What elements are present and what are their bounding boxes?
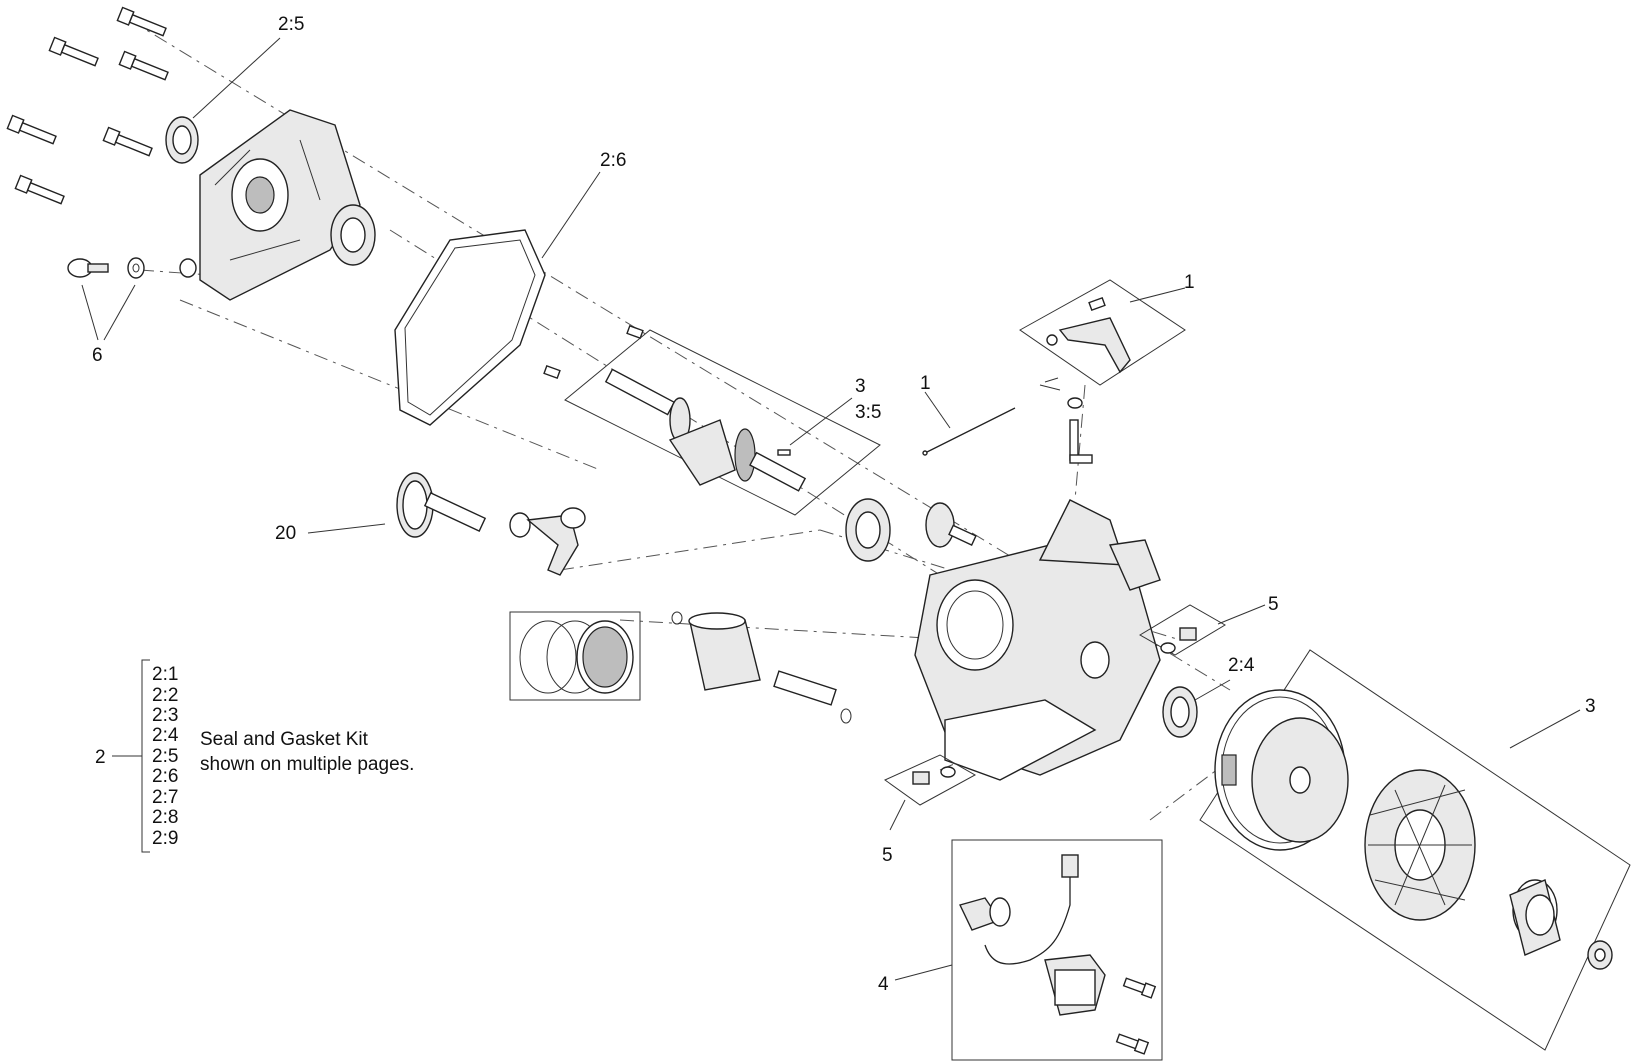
- legend-kit-number: 2: [95, 747, 106, 768]
- callout-20: 20: [275, 523, 296, 544]
- crankcase-gasket: [394, 229, 546, 426]
- legend-item: 2:9: [152, 828, 178, 849]
- legend-item: 2:1: [152, 664, 178, 685]
- flywheel-nut: [1587, 940, 1613, 970]
- legend-description-line2: shown on multiple pages.: [200, 754, 414, 775]
- crankcase-cover: [179, 109, 361, 301]
- flywheel-group: [1199, 649, 1631, 1051]
- callout-4: 4: [878, 974, 889, 995]
- main-bearing-cover-side: [330, 204, 376, 266]
- governor-arm-group: [1019, 279, 1186, 386]
- ignition-coil-group: [951, 839, 1163, 1061]
- main-bearing-block-side: [845, 498, 891, 562]
- legend-item: 2:8: [152, 807, 178, 828]
- leader-lines: [81, 37, 1581, 981]
- engine-block: [914, 499, 1161, 781]
- legend-description-line1: Seal and Gasket Kit: [200, 729, 369, 750]
- oil-plug-washer: [127, 257, 145, 279]
- callout-3-5: 3:5: [855, 402, 881, 423]
- camshaft: [396, 472, 487, 538]
- callout-5-breather: 5: [1268, 594, 1279, 615]
- callout-2-5: 2:5: [278, 14, 304, 35]
- callout-3-flywheel: 3: [1585, 696, 1596, 717]
- starter-cup: [1509, 879, 1561, 956]
- dowel-pins: [543, 324, 644, 380]
- callout-1-governor-arm: 1: [1184, 272, 1195, 293]
- cooling-fan: [1364, 769, 1476, 921]
- drain-plug-group: [884, 754, 977, 806]
- callout-2-4: 2:4: [1228, 655, 1255, 676]
- callout-3-crankshaft: 3: [855, 376, 866, 397]
- oil-seal-block: [1162, 686, 1198, 738]
- oil-fill-plug: [67, 258, 109, 278]
- legend-item: 2:2: [152, 685, 178, 706]
- callout-2-6: 2:6: [600, 150, 626, 171]
- legend-item: 2:7: [152, 787, 178, 808]
- oil-seal-cover: [165, 116, 199, 164]
- piston: [671, 611, 852, 724]
- legend-item: 2:6: [152, 766, 178, 787]
- legend-item: 2:4: [152, 725, 179, 746]
- governor-rod: [922, 407, 1016, 456]
- legend-item: 2:3: [152, 705, 178, 726]
- cover-bolts: [6, 6, 169, 205]
- legend-item: 2:5: [152, 746, 178, 767]
- callout-labels: 2:5 2:6 6 1 1 3 3:5 20 5 2:4 3 5 4: [92, 14, 1596, 995]
- governor-shaft: [1039, 377, 1093, 464]
- breather-fitting-group: [1139, 604, 1226, 656]
- callout-1-governor-rod: 1: [920, 373, 931, 394]
- callout-5-drain: 5: [882, 845, 893, 866]
- crankshaft-group: [564, 329, 881, 516]
- connecting-rod: [509, 507, 586, 576]
- piston-rings: [509, 611, 641, 701]
- governor-gear: [925, 502, 977, 548]
- kit-legend: 2 2:1 2:2 2:3 2:4 2:5 2:6 2:7 2:8 2:9 Se…: [95, 659, 414, 853]
- callout-6: 6: [92, 345, 103, 366]
